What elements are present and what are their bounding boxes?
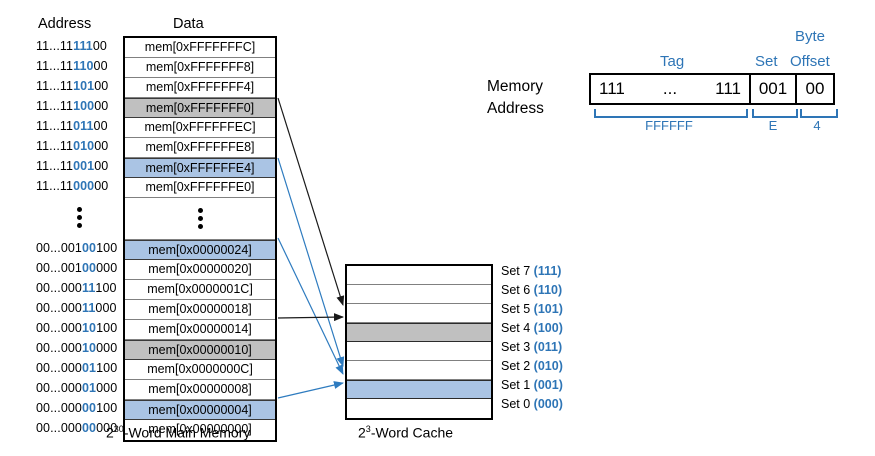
address-bits-row: 11...1101000: [36, 139, 109, 153]
cache-set-label: Set 4 (100): [501, 321, 563, 335]
cache-caption: 23-Word Cache: [358, 424, 453, 441]
address-bits-row: 00...00100100: [36, 241, 118, 255]
address-column-header: Address: [38, 16, 92, 32]
memory-data-row: mem[0xFFFFFFFC]: [125, 38, 275, 58]
vertical-ellipsis-icon: [197, 199, 203, 239]
main-memory-caption-exponent: 30: [113, 424, 124, 434]
cache-set-label: Set 3 (011): [501, 340, 563, 354]
memory-data-row: mem[0x00000008]: [125, 380, 275, 400]
cache-set-label: Set 0 (000): [501, 397, 563, 411]
tag-brace: [594, 109, 748, 118]
memory-data-row: mem[0xFFFFFFE4]: [125, 158, 275, 178]
address-bits-row: 11...1111000: [36, 59, 108, 73]
memory-data-row: mem[0xFFFFFFE0]: [125, 178, 275, 198]
byte-offset-header-line2: Offset: [790, 53, 830, 70]
cache-caption-exponent: 3: [365, 424, 371, 434]
address-bits-row: 00...00100000: [36, 261, 118, 275]
main-memory-table: mem[0xFFFFFFFC]mem[0xFFFFFFF8]mem[0xFFFF…: [123, 36, 277, 442]
set-field-header: Set: [755, 53, 778, 70]
memory-address-label-line2: Address: [487, 100, 544, 117]
data-column-header: Data: [173, 16, 204, 32]
tag-bits-field: 111 ... 111: [591, 75, 751, 103]
address-bits-row: 00...00000000: [36, 421, 118, 435]
address-bits-row: 00...00011100: [36, 281, 117, 295]
address-bits-row: 00...00010100: [36, 321, 118, 335]
memory-data-row: mem[0x00000004]: [125, 400, 275, 420]
address-bits-row: 11...1100100: [36, 159, 109, 173]
address-bits-row: 00...00011000: [36, 301, 117, 315]
address-bits-row: 11...1110000: [36, 99, 109, 113]
memory-data-row: mem[0xFFFFFFF0]: [125, 98, 275, 118]
address-bits-row: 11...1110100: [36, 79, 109, 93]
tag-bits-right: 111: [715, 79, 741, 98]
vertical-ellipsis-icon: [76, 196, 82, 238]
byte-offset-bits-field: 00: [805, 79, 825, 98]
cache-set-row: [347, 361, 491, 380]
cache-set-label: Set 5 (101): [501, 302, 563, 316]
cache-caption-base: 2: [358, 424, 366, 441]
memory-data-row: mem[0xFFFFFFE8]: [125, 138, 275, 158]
memory-address-label-line1: Memory: [487, 78, 543, 95]
memory-address-label: Memory Address: [487, 76, 544, 120]
cache-set-row: [347, 323, 491, 342]
address-list: 11...1111100 11...1111000 11...1110100 11..…: [36, 36, 122, 438]
memory-data-row: mem[0x00000024]: [125, 240, 275, 260]
cache-set-label: Set 2 (010): [501, 359, 563, 373]
set-bits-field: 001: [751, 75, 797, 103]
offset-brace: [800, 109, 838, 118]
cache-set-row: [347, 399, 491, 418]
address-bits-row: 11...1101100: [36, 119, 108, 133]
memory-data-row: mem[0x0000001C]: [125, 280, 275, 300]
set-hex-label: E: [768, 118, 778, 133]
cache-set-labels: Set 7 (111) Set 6 (110) Set 5 (101) Set 4 (…: [501, 262, 563, 414]
cache-set-label: Set 6 (110): [501, 283, 563, 297]
address-bits-row: 00...00001100: [36, 361, 118, 375]
cache-set-row: [347, 380, 491, 399]
tag-bits-dots: ...: [662, 79, 678, 98]
cache-set-row: [347, 304, 491, 323]
memory-data-row: mem[0xFFFFFFF8]: [125, 58, 275, 78]
cache-set-row: [347, 285, 491, 304]
tag-field-header: Tag: [660, 53, 685, 70]
memory-data-row: mem[0xFFFFFFF4]: [125, 78, 275, 98]
tag-hex-label: FFFFFF: [645, 118, 693, 133]
cache-set-label: Set 7 (111): [501, 264, 562, 278]
memory-data-row: mem[0x00000020]: [125, 260, 275, 280]
memory-ellipsis-row: [125, 198, 275, 240]
cache-caption-text: -Word Cache: [370, 424, 454, 441]
address-bits-row: 11...1111100: [36, 39, 107, 53]
address-bits-row: 00...00001000: [36, 381, 118, 395]
cache-table: [345, 264, 493, 420]
cache-set-row: [347, 266, 491, 285]
memory-data-row: mem[0x00000014]: [125, 320, 275, 340]
offset-hex-label: 4: [813, 118, 821, 133]
address-bits-row: 00...00000100: [36, 401, 118, 415]
memory-data-row: mem[0xFFFFFFEC]: [125, 118, 275, 138]
memory-address-bit-box: 111 ... 111 001 00: [589, 73, 835, 105]
address-ellipsis: [36, 196, 122, 238]
cache-set-row: [347, 342, 491, 361]
tag-bits-left: 111: [599, 79, 625, 98]
address-bits-row: 00...00010000: [36, 341, 118, 355]
cache-set-label: Set 1 (001): [501, 378, 563, 392]
main-memory-caption-text: -Word Main Memory: [123, 424, 251, 441]
memory-data-row: mem[0x00000018]: [125, 300, 275, 320]
set-brace: [752, 109, 798, 118]
memory-data-row: mem[0x0000000C]: [125, 360, 275, 380]
main-memory-caption: 230-Word Main Memory: [106, 424, 250, 441]
address-bits-row: 11...1100000: [36, 179, 109, 193]
memory-data-row: mem[0x00000000]: [125, 420, 275, 440]
memory-data-row: mem[0x00000010]: [125, 340, 275, 360]
byte-offset-header-line1: Byte: [795, 28, 826, 45]
main-memory-caption-base: 2: [106, 424, 114, 441]
